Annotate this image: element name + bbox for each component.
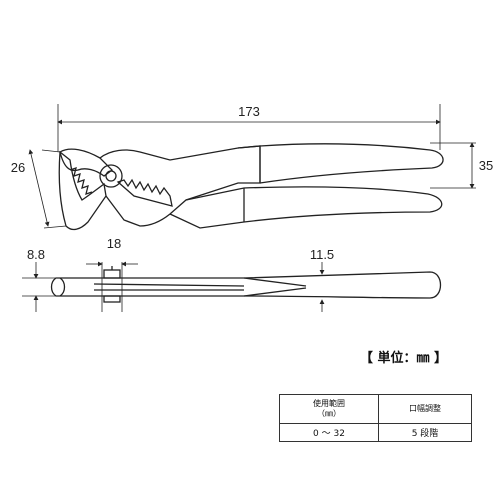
adjust-rack [116,178,173,207]
profile-bolt [103,269,121,279]
spec-header-row: 使用範囲 （㎜） 口幅調整 [279,394,472,424]
dim-thickness-label: 8.8 [27,247,45,262]
dim-jaw-opening [28,149,67,229]
jaw-teeth [69,167,93,195]
lower-jaw [58,150,107,231]
lower-handle [169,186,443,229]
unit-label: 【 単位：㎜ 】 [360,351,448,366]
spec-table: 使用範囲 （㎜） 口幅調整 0 ～ 32 5 段階 [279,394,472,442]
pivot-bolt-inner [105,170,117,182]
pliers-side-view [58,143,444,231]
dim-head-width-label: 18 [107,236,121,251]
upper-handle [237,143,444,184]
pivot-bolt [99,164,123,188]
spec-header-adjust: 口幅調整 [378,394,472,424]
dim-overall-length [57,104,441,152]
upper-jaw [59,148,113,177]
spec-header-range: 使用範囲 （㎜） [279,394,379,424]
dim-handle-height-label: 35 [479,158,493,173]
dim-overall-length-label: 173 [238,104,260,119]
dim-thickness [22,262,56,312]
dim-head-width [86,261,138,312]
dim-handle-height [430,142,476,189]
dim-jaw-opening-label: 26 [11,160,25,175]
dim-handle-thickness-label: 11.5 [310,247,334,262]
spec-value-row: 0 ～ 32 5 段階 [279,423,472,442]
profile-body [50,271,442,299]
head-body [99,145,261,227]
pliers-profile-view [50,266,442,303]
spec-value-adjust: 5 段階 [378,423,472,442]
spec-value-range: 0 ～ 32 [279,423,379,442]
